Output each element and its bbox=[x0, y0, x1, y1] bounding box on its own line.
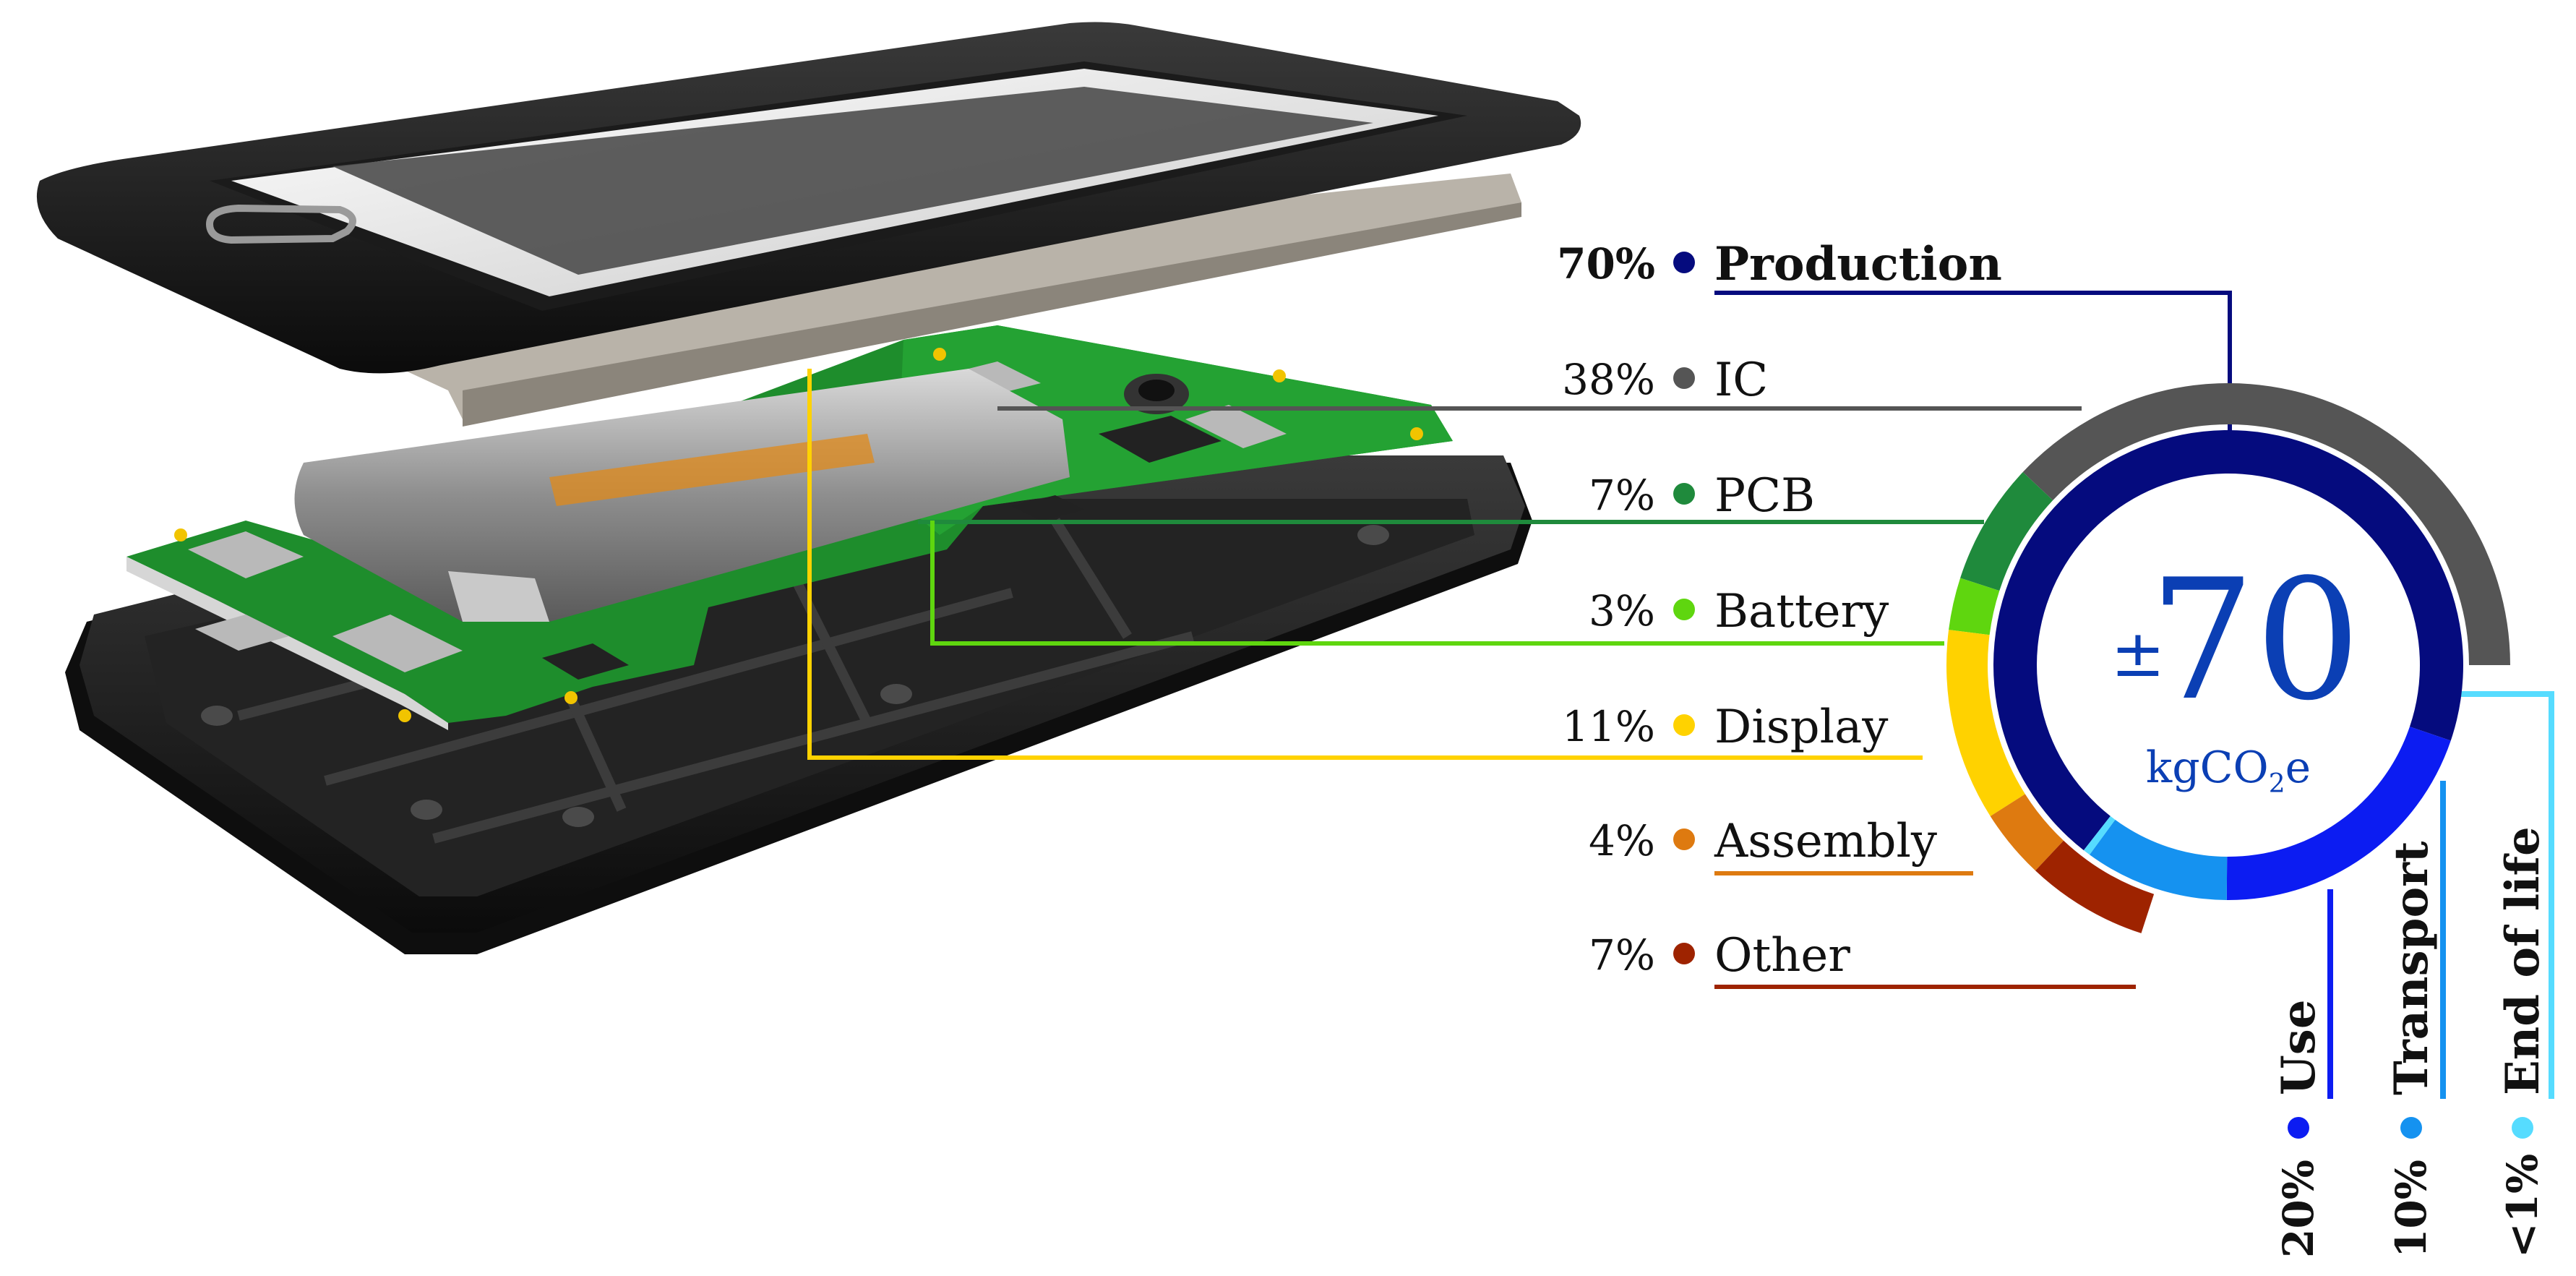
center-unit-tail: e bbox=[2285, 742, 2311, 793]
legend-item-battery: 3% Battery bbox=[1589, 585, 1889, 638]
legend-item-production: 70% Production bbox=[1557, 237, 2002, 291]
legend-item-transport: 10% Transport bbox=[2384, 841, 2439, 1258]
use-legend-dot bbox=[2288, 1117, 2309, 1139]
other-label: Other bbox=[1714, 929, 1850, 982]
pcb-percent-label: 7% bbox=[1589, 471, 1655, 520]
legend-item-display: 11% Display bbox=[1562, 701, 1888, 754]
legend-item-pcb: 7% PCB bbox=[1589, 469, 1815, 523]
display-percent-label: 11% bbox=[1562, 702, 1655, 751]
legend-item-assembly: 4% Assembly bbox=[1589, 815, 1937, 868]
use-percent-label: 20% bbox=[2274, 1160, 2323, 1258]
other-percent-label: 7% bbox=[1589, 930, 1655, 980]
battery-label: Battery bbox=[1714, 585, 1889, 638]
center-unit-sub: 2 bbox=[2269, 769, 2285, 799]
outer-slice-ic bbox=[2022, 382, 2510, 665]
battery-pack bbox=[294, 369, 1070, 622]
production-label: Production bbox=[1714, 237, 2002, 291]
legend-item-ic: 38% IC bbox=[1562, 354, 1768, 407]
inner-slice-use bbox=[2226, 727, 2451, 900]
inner-slice-transport bbox=[2090, 819, 2228, 900]
assembly-label: Assembly bbox=[1714, 815, 1937, 868]
end-of-life-legend-dot bbox=[2512, 1117, 2533, 1139]
leader-line-display bbox=[807, 369, 1923, 760]
use-label: Use bbox=[2272, 999, 2326, 1095]
transport-label: Transport bbox=[2384, 841, 2439, 1095]
leader-lines bbox=[807, 291, 2554, 1099]
display-module bbox=[260, 174, 1521, 427]
legend-item-use: 20% Use bbox=[2272, 999, 2326, 1258]
battery-percent-label: 3% bbox=[1589, 586, 1655, 635]
pcb-label: PCB bbox=[1714, 469, 1815, 523]
legend-item-end-of-life: <1% End of life bbox=[2496, 826, 2550, 1258]
outer-slice-display bbox=[1946, 630, 2025, 816]
leader-line-end-of-life bbox=[2461, 691, 2554, 1099]
phone-front-panel bbox=[36, 22, 1581, 374]
production-percent-label: 70% bbox=[1557, 239, 1655, 288]
outer-slice-pcb bbox=[1960, 472, 2053, 591]
assembly-percent-label: 4% bbox=[1589, 816, 1655, 865]
outer-slice-assembly bbox=[1990, 794, 2064, 871]
donut-rings bbox=[1946, 382, 2510, 933]
assembly-legend-dot bbox=[1673, 828, 1695, 850]
end-of-life-label: End of life bbox=[2496, 826, 2550, 1095]
legend-item-other: 7% Other bbox=[1589, 929, 1850, 982]
center-unit: kgCO2e bbox=[2146, 742, 2311, 799]
production-legend-dot bbox=[1673, 252, 1695, 273]
ic-label: IC bbox=[1714, 354, 1768, 407]
outer-slice-other bbox=[2035, 840, 2155, 933]
ic-legend-dot bbox=[1673, 367, 1695, 389]
outer-slice-battery bbox=[1949, 578, 2000, 635]
center-total: ± 70 kgCO2e bbox=[2111, 544, 2361, 799]
center-value: 70 bbox=[2150, 544, 2361, 737]
center-unit-main: kgCO bbox=[2146, 742, 2269, 793]
battery-legend-dot bbox=[1673, 599, 1695, 620]
pcb-legend-dot bbox=[1673, 483, 1695, 505]
exploded-phone-illustration bbox=[36, 22, 1581, 954]
transport-percent-label: 10% bbox=[2387, 1160, 2436, 1258]
other-legend-dot bbox=[1673, 943, 1695, 964]
display-label: Display bbox=[1714, 701, 1888, 754]
end-of-life-percent-label: <1% bbox=[2498, 1154, 2547, 1258]
display-legend-dot bbox=[1673, 714, 1695, 736]
transport-legend-dot bbox=[2400, 1117, 2422, 1139]
leader-line-battery bbox=[930, 521, 1944, 646]
lifecycle-legend: 20% Use 10% Transport <1% End of life bbox=[2272, 826, 2550, 1258]
ic-percent-label: 38% bbox=[1562, 355, 1655, 404]
center-plusminus: ± bbox=[2111, 616, 2165, 692]
inner-slice-end-of-life bbox=[2083, 815, 2116, 855]
production-breakdown-legend: 70% Production 38% IC 7% PCB 3% Battery … bbox=[1557, 237, 2002, 982]
